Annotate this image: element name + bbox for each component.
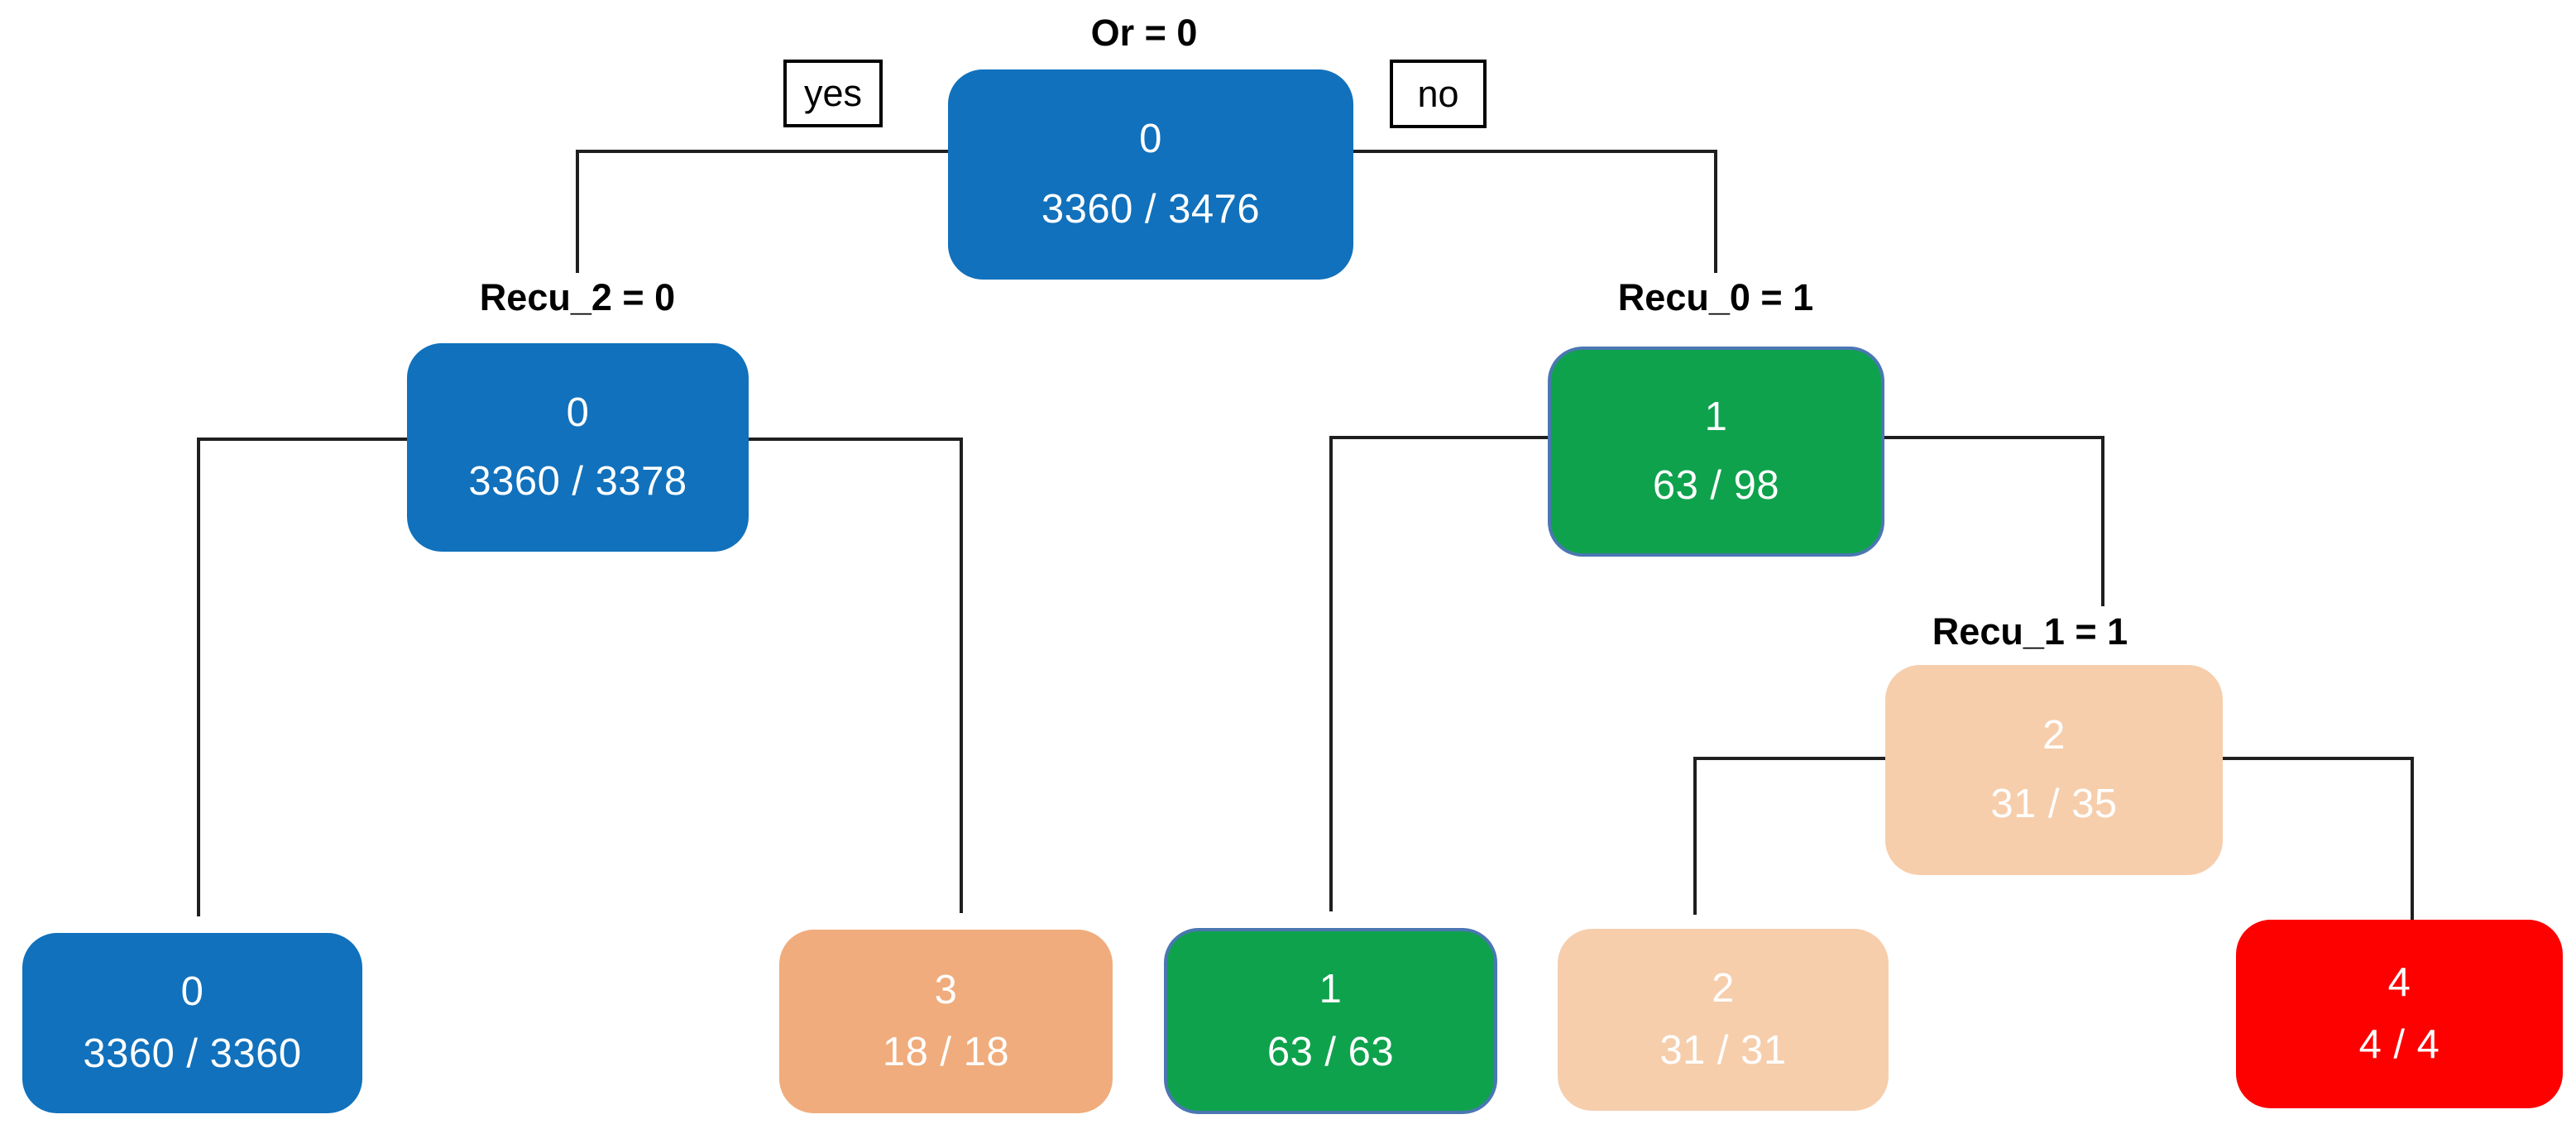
edge-label-yes-box: yes <box>783 60 883 127</box>
node-counts: 18 / 18 <box>882 1030 1010 1074</box>
edge-label-no: no <box>1417 72 1459 115</box>
tree-leaf-rrl: 2 31 / 31 <box>1558 929 1889 1111</box>
node-class-label: 3 <box>934 967 958 1012</box>
node-class-label: 4 <box>2387 959 2411 1005</box>
node-counts: 63 / 63 <box>1266 1029 1395 1074</box>
node-counts: 3360 / 3378 <box>468 459 687 504</box>
edge-left-to-leaf-ll <box>197 438 407 916</box>
node-class-label: 2 <box>1712 965 1735 1011</box>
edge-root-to-right <box>1353 150 1717 273</box>
edge-root-to-left <box>576 150 948 273</box>
edge-rightright-to-leaf-rrl <box>1693 757 1885 915</box>
node-class-label: 0 <box>180 969 204 1014</box>
tree-node-left: 0 3360 / 3378 <box>407 343 749 552</box>
edge-rightright-to-leaf-rrr <box>2223 757 2414 920</box>
edge-label-yes: yes <box>803 72 863 114</box>
node-counts: 31 / 31 <box>1659 1028 1787 1073</box>
edge-right-to-leaf-rl <box>1329 436 1548 911</box>
node-counts: 3360 / 3360 <box>83 1031 302 1076</box>
edge-right-to-rightright <box>1884 436 2104 606</box>
split-label-right-right: Recu_1 = 1 <box>1932 610 2128 653</box>
split-label-left: Recu_2 = 0 <box>479 276 676 318</box>
edge-left-to-leaf-lr <box>749 438 963 913</box>
tree-leaf-rrr: 4 4 / 4 <box>2236 920 2563 1108</box>
node-counts: 31 / 35 <box>1990 782 2118 826</box>
node-counts: 3360 / 3476 <box>1041 187 1261 232</box>
tree-leaf-lr: 3 18 / 18 <box>779 930 1113 1113</box>
node-class-label: 1 <box>1704 394 1728 439</box>
tree-node-right: 1 63 / 98 <box>1548 347 1884 557</box>
node-counts: 4 / 4 <box>2358 1022 2440 1067</box>
tree-node-root: 0 3360 / 3476 <box>948 69 1353 280</box>
tree-leaf-rl: 1 63 / 63 <box>1164 928 1497 1114</box>
node-class-label: 0 <box>566 390 590 435</box>
node-counts: 63 / 98 <box>1652 463 1780 508</box>
tree-node-right-right: 2 31 / 35 <box>1885 665 2223 875</box>
edge-label-no-box: no <box>1390 60 1487 128</box>
tree-leaf-ll: 0 3360 / 3360 <box>22 933 362 1113</box>
node-class-label: 1 <box>1319 967 1343 1012</box>
split-label-right: Recu_0 = 1 <box>1617 276 1814 318</box>
node-class-label: 0 <box>1139 116 1162 161</box>
node-class-label: 2 <box>2042 712 2066 758</box>
split-label-root: Or = 0 <box>1090 12 1198 54</box>
